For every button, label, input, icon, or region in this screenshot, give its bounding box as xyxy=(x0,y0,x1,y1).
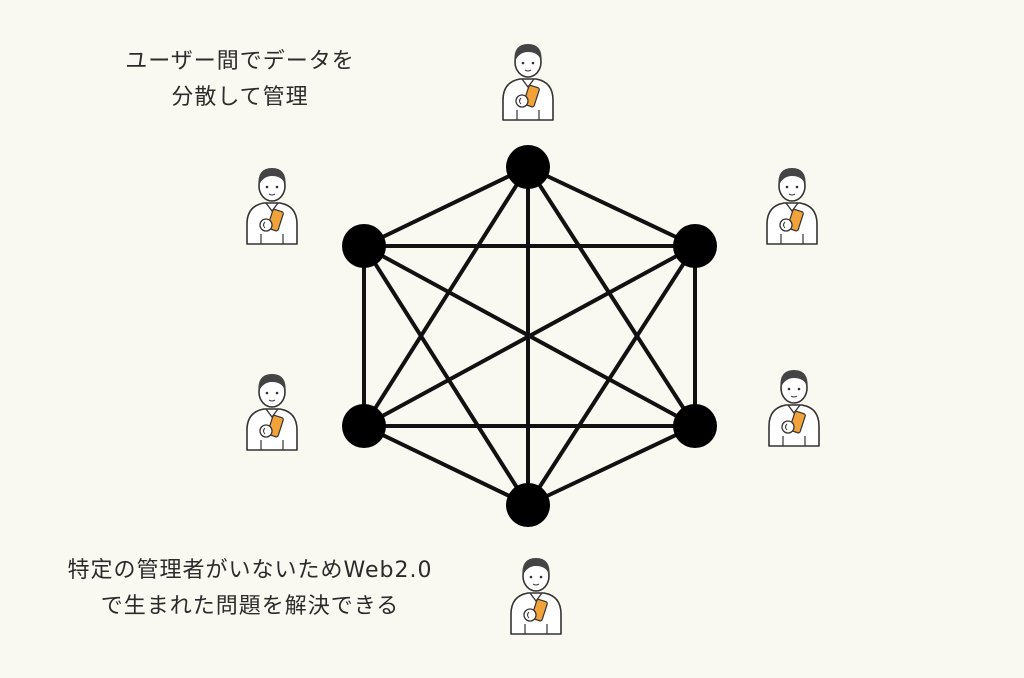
network-edge xyxy=(362,244,530,507)
caption-line: で生まれた問題を解決できる xyxy=(100,594,400,619)
caption-line: 特定の管理者がいないためWeb2.0 xyxy=(67,558,433,583)
network-node xyxy=(673,224,717,268)
network-edge xyxy=(526,244,697,507)
network-node xyxy=(673,404,717,448)
person-with-smartphone-icon xyxy=(246,168,298,245)
network-edge xyxy=(363,424,529,507)
network-node xyxy=(506,483,550,527)
user-icon-top xyxy=(496,36,560,122)
user-icon-lower-left xyxy=(240,366,304,452)
user-icon-bottom xyxy=(504,550,568,636)
caption-line: ユーザー間でデータを xyxy=(125,49,355,74)
network-edge xyxy=(362,165,530,428)
network-edge xyxy=(363,244,696,428)
network-node xyxy=(342,404,386,448)
user-icon-lower-right xyxy=(762,362,826,448)
caption-distributed-management: ユーザー間でデータを 分散して管理 xyxy=(100,44,380,116)
person-with-smartphone-icon xyxy=(768,370,820,447)
person-with-smartphone-icon xyxy=(510,558,562,635)
network-edge xyxy=(527,165,696,248)
person-with-smartphone-icon xyxy=(246,374,298,451)
caption-line: 分散して管理 xyxy=(171,85,309,110)
network-edge xyxy=(363,165,529,248)
network-edge xyxy=(526,165,697,428)
network-nodes xyxy=(342,145,717,527)
person-with-smartphone-icon xyxy=(766,168,818,245)
network-edges xyxy=(362,165,697,507)
network-node xyxy=(342,224,386,268)
network-edge xyxy=(527,424,696,507)
user-icon-upper-left xyxy=(240,160,304,246)
network-node xyxy=(506,145,550,189)
caption-no-central-admin: 特定の管理者がいないためWeb2.0 で生まれた問題を解決できる xyxy=(30,553,470,625)
user-icon-upper-right xyxy=(760,160,824,246)
person-with-smartphone-icon xyxy=(502,44,554,121)
